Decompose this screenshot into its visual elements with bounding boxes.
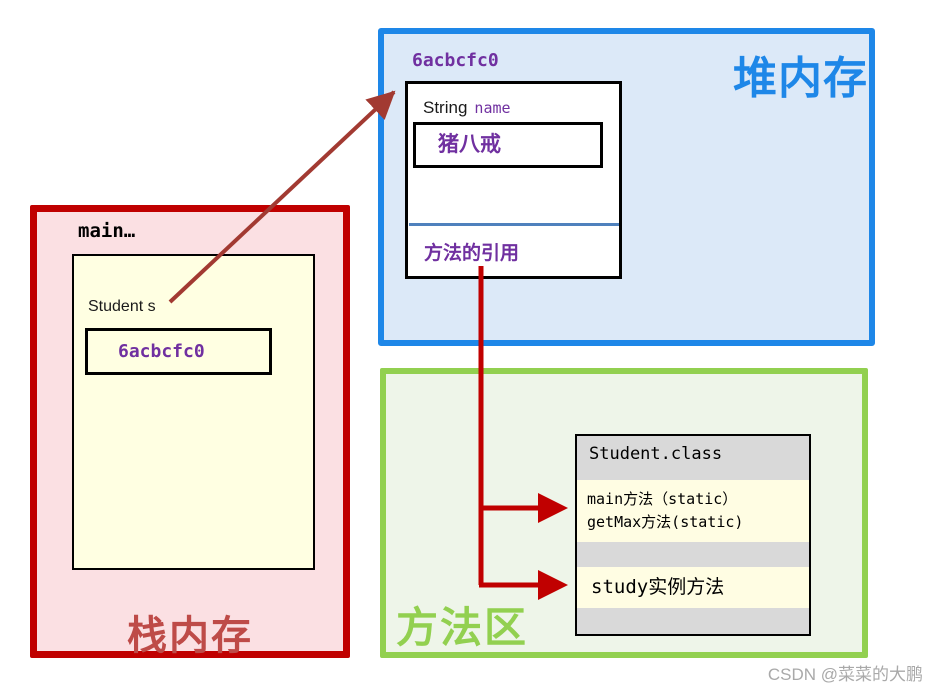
stack-variable-label: Student s (88, 298, 156, 315)
field-name-label: name (474, 99, 511, 117)
stack-address-box: 6acbcfc0 (85, 328, 272, 375)
object-divider-line (409, 223, 619, 226)
heap-title: 堆内存 (733, 54, 868, 103)
csdn-watermark: CSDN @菜菜的大鹏 (767, 665, 923, 684)
heap-object-address: 6acbcfc0 (412, 50, 499, 71)
stack-frame-label: main… (78, 220, 136, 242)
static-method-line: main方法（static） (587, 490, 738, 508)
stack-title: 栈内存 (127, 614, 253, 658)
class-box: Student.class main方法（static） getMax方法(st… (575, 434, 811, 636)
object-field-row: String name (423, 98, 511, 118)
field-type-label: String (423, 98, 468, 117)
instance-method-band: study实例方法 (577, 567, 809, 608)
methods-reference-label: 方法的引用 (424, 243, 520, 264)
method-area-title: 方法区 (396, 604, 529, 651)
static-method-line: getMax方法(static) (587, 513, 744, 531)
field-value-box: 猪八戒 (413, 122, 603, 168)
heap-object-box (405, 81, 622, 279)
class-box-header: Student.class (589, 444, 723, 464)
stack-frame-box (72, 254, 315, 570)
static-methods-band: main方法（static） getMax方法(static) (577, 480, 809, 542)
